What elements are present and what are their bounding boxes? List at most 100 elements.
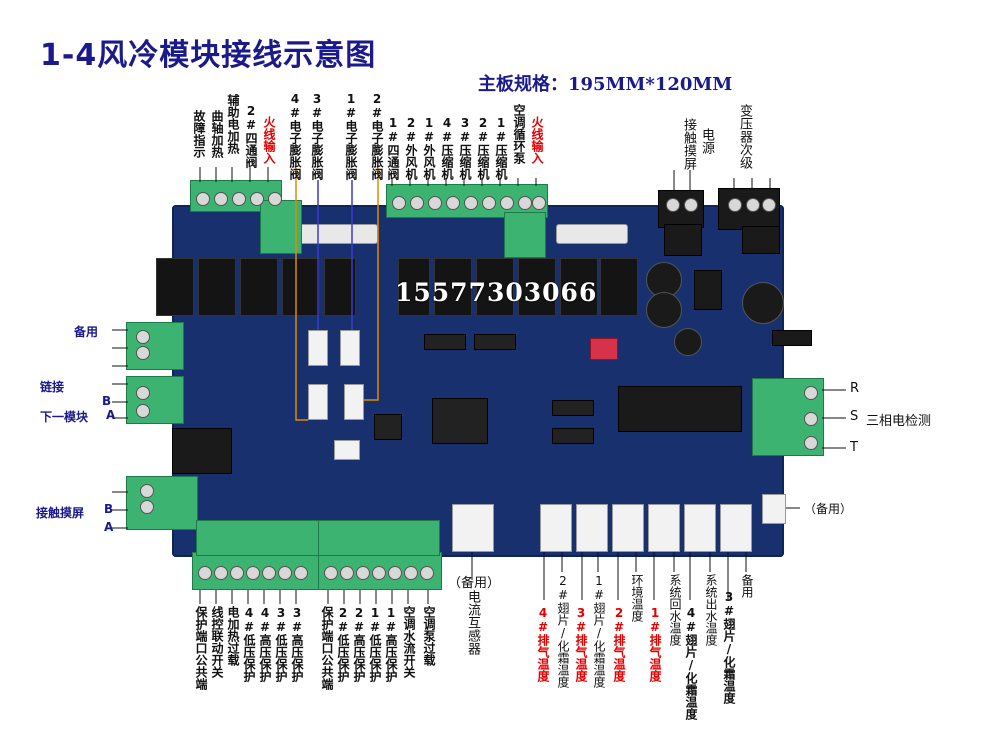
label-left-touch-screen: 接触摸屏 bbox=[36, 506, 85, 520]
terminal-top-mid-2[interactable] bbox=[504, 212, 546, 258]
label-evalve-1: 1#电子膨胀阀 bbox=[344, 92, 358, 180]
temp-connector-1[interactable] bbox=[540, 504, 572, 552]
three-phase-module bbox=[618, 386, 742, 432]
terminal-transformer-2[interactable] bbox=[742, 226, 780, 254]
label-left-b2: B bbox=[104, 502, 114, 516]
label-2-high-pressure: 2#高压保护 bbox=[352, 606, 366, 682]
label-fin-temp-1: 1#翅片/化霜温度 bbox=[592, 574, 606, 688]
diagram-title: 1-4风冷模块接线示意图 bbox=[40, 38, 377, 73]
current-sensor-connector[interactable] bbox=[452, 504, 494, 552]
temp-connector-5[interactable] bbox=[684, 504, 716, 552]
spare-connector-right[interactable] bbox=[762, 494, 786, 524]
label-exhaust-temp-1: 1#排气温度 bbox=[648, 606, 662, 682]
chip-2 bbox=[474, 334, 516, 350]
label-return-water-temp: 系统回水温度 bbox=[668, 574, 682, 646]
label-current-sensor: 电流互感器 bbox=[465, 590, 480, 655]
label-fin-temp-2: 2#翅片/化霜温度 bbox=[556, 574, 570, 688]
chip-4 bbox=[552, 428, 594, 444]
evalve-connector-3[interactable] bbox=[308, 384, 328, 420]
terminal-bottom-tall-1[interactable] bbox=[196, 520, 322, 556]
label-left-spare: 备用 bbox=[74, 325, 99, 339]
label-2-low-pressure: 2#低压保护 bbox=[336, 606, 350, 682]
label-r: R bbox=[850, 381, 860, 396]
label-live-input-mid: 火线输入 bbox=[530, 116, 544, 164]
label-circulation-pump: 空调循环泵 bbox=[512, 104, 526, 164]
terminal-touch-power-2[interactable] bbox=[664, 224, 702, 256]
label-exhaust-temp-2: 2#排气温度 bbox=[612, 606, 626, 682]
label-left-b1: B bbox=[102, 394, 112, 408]
label-1-high-pressure: 1#高压保护 bbox=[384, 606, 398, 682]
temp-connector-3[interactable] bbox=[612, 504, 644, 552]
label-3-low-pressure: 3#低压保护 bbox=[274, 606, 288, 682]
evalve-connector-4[interactable] bbox=[344, 384, 364, 420]
label-fin-temp-4: 4#翅片/化霜温度 bbox=[684, 606, 698, 720]
label-right-spare: （备用） bbox=[804, 502, 853, 516]
label-fin-temp-3: 3#翅片/化霜温度 bbox=[722, 590, 736, 704]
label-compressor-1: 1#压缩机 bbox=[494, 116, 508, 180]
label-water-flow-switch: 空调水流开关 bbox=[402, 606, 416, 678]
temp-connector-6[interactable] bbox=[720, 504, 752, 552]
label-4way-valve-2: 2#四通阀 bbox=[244, 104, 258, 168]
label-outlet-water-temp: 系统出水温度 bbox=[704, 574, 718, 646]
regulator bbox=[694, 270, 722, 310]
chip-1 bbox=[424, 334, 466, 350]
label-evalve-4: 4#电子膨胀阀 bbox=[288, 92, 302, 180]
label-power: 电源 bbox=[699, 128, 714, 154]
label-touch-screen-top: 接触摸屏 bbox=[681, 118, 696, 170]
evalve-connector-1[interactable] bbox=[308, 330, 328, 366]
label-ambient-temp: 环境温度 bbox=[630, 574, 644, 622]
rj45-jack[interactable] bbox=[172, 428, 232, 474]
label-4-high-pressure: 4#高压保护 bbox=[258, 606, 272, 682]
terminal-left-touch[interactable] bbox=[126, 476, 198, 530]
terminal-left-spare[interactable] bbox=[126, 322, 184, 370]
capacitor-3 bbox=[742, 282, 784, 324]
label-pump-overload: 空调泵过载 bbox=[422, 606, 436, 666]
label-crank-heater: 曲轴加热 bbox=[210, 110, 224, 158]
label-heater-overload: 电加热过载 bbox=[226, 606, 240, 666]
bridge-rectifier bbox=[772, 330, 812, 346]
label-fault-indicator: 故障指示 bbox=[192, 110, 206, 158]
label-aux-heater: 辅助电加热 bbox=[226, 94, 240, 154]
temp-connector-2[interactable] bbox=[576, 504, 608, 552]
label-wire-link-switch: 线控联动开关 bbox=[210, 606, 224, 678]
chip-5 bbox=[374, 414, 402, 440]
label-exhaust-temp-3: 3#排气温度 bbox=[574, 606, 588, 682]
label-compressor-4: 4#压缩机 bbox=[440, 116, 454, 180]
label-3-high-pressure: 3#高压保护 bbox=[290, 606, 304, 682]
label-left-a2: A bbox=[104, 520, 114, 534]
evalve-connector-2[interactable] bbox=[340, 330, 360, 366]
label-left-a1: A bbox=[106, 408, 116, 422]
label-evalve-3: 3#电子膨胀阀 bbox=[310, 92, 324, 180]
terminal-left-link[interactable] bbox=[126, 376, 184, 424]
label-evalve-2: 2#电子膨胀阀 bbox=[370, 92, 384, 180]
label-outdoor-fan-2: 2#外风机 bbox=[404, 116, 418, 180]
capacitor-4 bbox=[674, 328, 702, 356]
terminal-bottom-tall-2[interactable] bbox=[318, 520, 440, 556]
mcu-chip bbox=[432, 398, 488, 444]
label-4way-valve-1: 1#四通阀 bbox=[386, 116, 400, 180]
temp-connector-4[interactable] bbox=[648, 504, 680, 552]
label-current-sensor-spare: （备用） bbox=[448, 576, 501, 591]
label-protect-common-2: 保护端口公共端 bbox=[320, 606, 334, 690]
evalve-connector-5[interactable] bbox=[334, 440, 360, 460]
label-three-phase-detect: 三相电检测 bbox=[866, 414, 932, 429]
label-1-low-pressure: 1#低压保护 bbox=[368, 606, 382, 682]
label-live-input-left: 火线输入 bbox=[262, 116, 276, 164]
dip-switch[interactable] bbox=[590, 338, 618, 360]
label-4-low-pressure: 4#低压保护 bbox=[242, 606, 256, 682]
label-outdoor-fan-1: 1#外风机 bbox=[422, 116, 436, 180]
label-left-link: 链接 bbox=[40, 380, 65, 394]
fuse-right bbox=[556, 224, 628, 244]
label-left-next-module: 下一模块 bbox=[40, 410, 89, 424]
label-exhaust-temp-4: 4#排气温度 bbox=[536, 606, 550, 682]
label-bottom-spare: 备用 bbox=[740, 574, 754, 598]
chip-3 bbox=[552, 400, 594, 416]
label-transformer-secondary: 变压器次级 bbox=[737, 104, 752, 169]
label-compressor-3: 3#压缩机 bbox=[458, 116, 472, 180]
capacitor-2 bbox=[646, 292, 682, 328]
board-spec: 主板规格：195MM*120MM bbox=[478, 74, 733, 95]
label-protect-common-1: 保护端口公共端 bbox=[194, 606, 208, 690]
label-s: S bbox=[850, 409, 859, 424]
phone-number: 15577303066 bbox=[395, 278, 598, 307]
